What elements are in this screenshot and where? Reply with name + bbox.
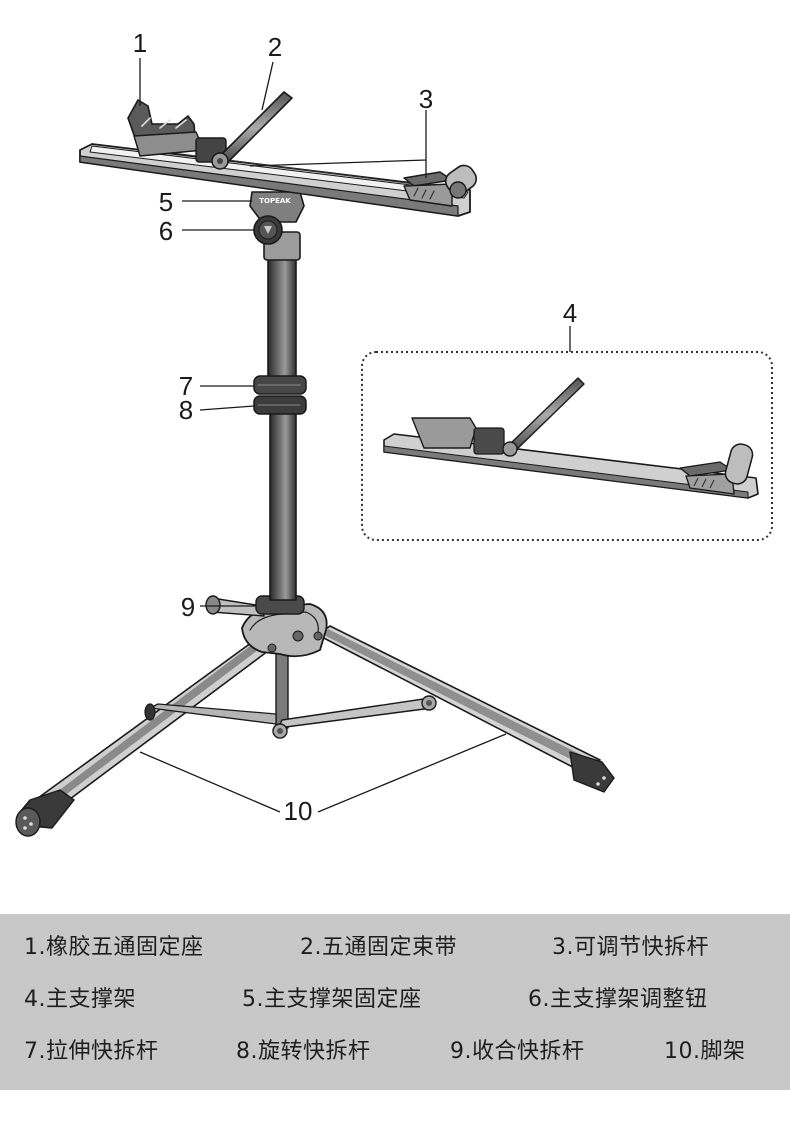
strap-lever bbox=[211, 91, 293, 170]
stand-diagram: TOPEAK bbox=[15, 28, 773, 837]
legend-row-1: 1.橡胶五通固定座 2.五通固定束带 3.可调节快拆杆 bbox=[0, 928, 790, 968]
parts-legend: 1.橡胶五通固定座 2.五通固定束带 3.可调节快拆杆 4.主支撑架 5.主支撑… bbox=[0, 914, 790, 1090]
main-stand: TOPEAK bbox=[15, 91, 615, 837]
top-bar bbox=[79, 143, 471, 217]
callout-3: 3 bbox=[419, 84, 433, 114]
post-clamps bbox=[253, 375, 307, 415]
legend-item-9: 9.收合快拆杆 bbox=[450, 1039, 585, 1064]
bb-cradle bbox=[127, 99, 227, 163]
leg-front-left bbox=[15, 639, 273, 837]
main-post bbox=[263, 231, 301, 601]
leg-back bbox=[144, 647, 289, 729]
adjust-qr-lever bbox=[403, 164, 478, 207]
inset-main-support bbox=[361, 351, 773, 541]
legend-item-10: 10.脚架 bbox=[664, 1039, 746, 1064]
head-mount: TOPEAK bbox=[249, 191, 305, 223]
legend-item-5: 5.主支撑架固定座 bbox=[242, 987, 422, 1012]
callout-8: 8 bbox=[179, 395, 193, 425]
callout-4: 4 bbox=[563, 298, 577, 328]
legend-item-3: 3.可调节快拆杆 bbox=[552, 935, 709, 960]
legend-item-8: 8.旋转快拆杆 bbox=[236, 1039, 371, 1064]
callout-10: 10 bbox=[284, 796, 313, 826]
legend-row-2: 4.主支撑架 5.主支撑架固定座 6.主支撑架调整钮 bbox=[0, 980, 790, 1020]
callout-9: 9 bbox=[181, 592, 195, 622]
brand-label: TOPEAK bbox=[259, 197, 291, 205]
legend-item-2: 2.五通固定束带 bbox=[300, 935, 457, 960]
callout-5: 5 bbox=[159, 187, 173, 217]
callout-1: 1 bbox=[133, 28, 147, 58]
leg-braces bbox=[272, 695, 437, 739]
legend-item-4: 4.主支撑架 bbox=[24, 987, 136, 1012]
leader-lines bbox=[139, 58, 571, 813]
legend-item-7: 7.拉伸快拆杆 bbox=[24, 1039, 159, 1064]
callout-2: 2 bbox=[268, 32, 282, 62]
legend-item-1: 1.橡胶五通固定座 bbox=[24, 935, 204, 960]
callout-6: 6 bbox=[159, 216, 173, 246]
legend-row-3: 7.拉伸快拆杆 8.旋转快拆杆 9.收合快拆杆 10.脚架 bbox=[0, 1032, 790, 1072]
callouts: 1 2 3 4 5 6 7 8 9 10 bbox=[133, 28, 577, 826]
leg-right bbox=[317, 625, 615, 793]
legend-item-6: 6.主支撑架调整钮 bbox=[528, 987, 708, 1012]
adjust-knob bbox=[253, 215, 283, 245]
callout-7: 7 bbox=[179, 371, 193, 401]
